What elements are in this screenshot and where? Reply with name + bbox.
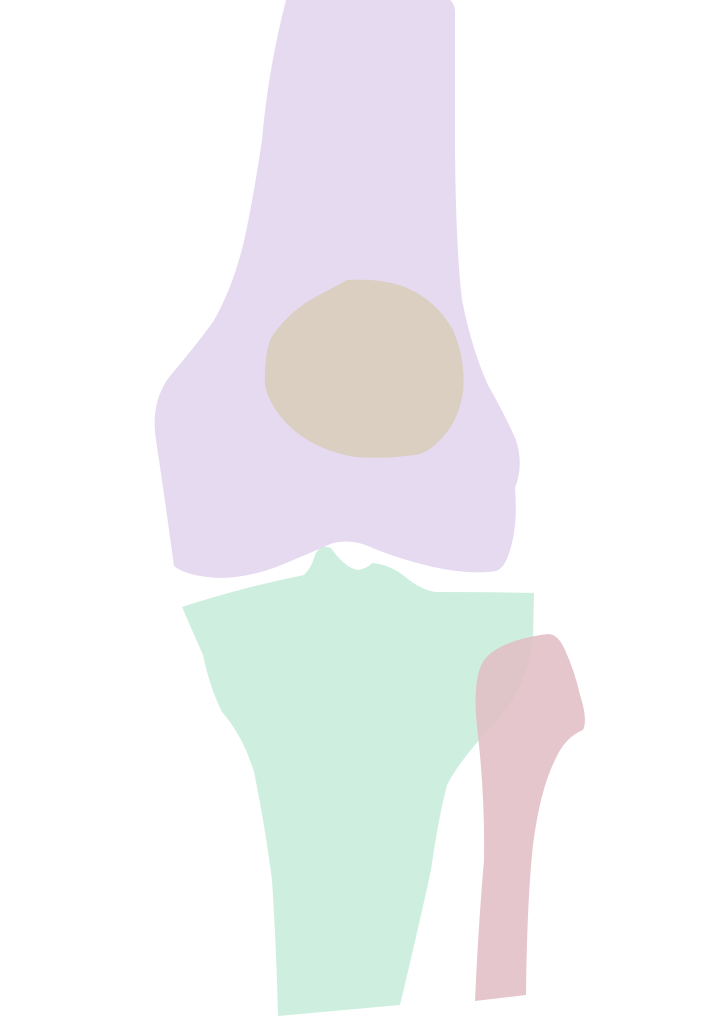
fibula-region [475, 634, 585, 1001]
tibia-region [182, 546, 534, 1016]
patella-region [264, 279, 464, 458]
